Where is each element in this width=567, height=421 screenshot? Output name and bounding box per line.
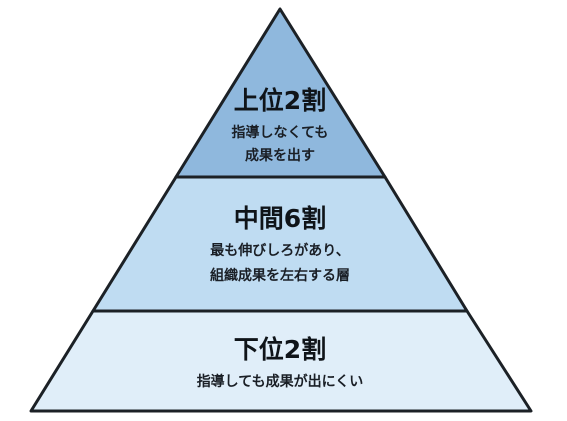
tier-middle: 中間6割 最も伸びしろがあり、 組織成果を左右する層 [91,175,469,313]
tier-top-title: 上位2割 [234,86,326,115]
tier-top-desc-line2: 成果を出す [245,147,315,164]
tier-top-desc-line1: 指導しなくても [232,124,329,141]
tier-bottom: 下位2割 指導しても成果が出にくい [29,309,533,413]
tier-bottom-desc-line1: 指導しても成果が出にくい [197,373,364,390]
tier-bottom-title: 下位2割 [234,335,326,364]
tier-middle-desc-line1: 最も伸びしろがあり、 [210,242,349,259]
tier-middle-desc-line2: 組織成果を左右する層 [210,267,350,284]
tier-middle-title: 中間6割 [234,204,326,233]
tier-bottom-shape [29,309,533,413]
tier-top: 上位2割 指導しなくても 成果を出す [174,7,387,179]
